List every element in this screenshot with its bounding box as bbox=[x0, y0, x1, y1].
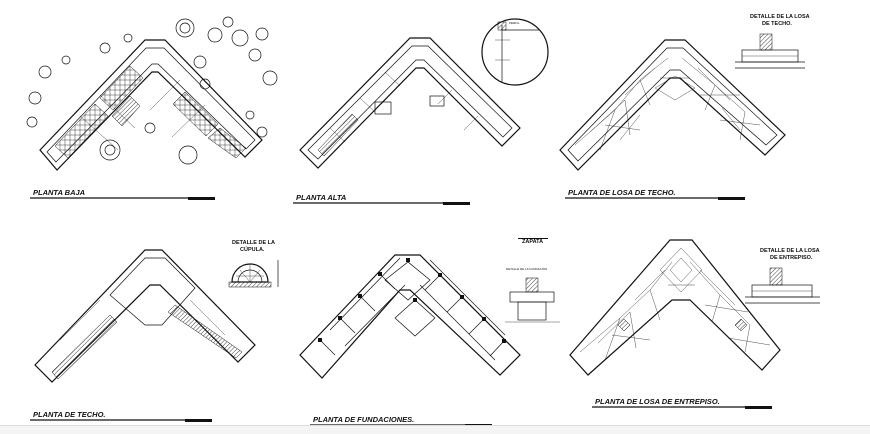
detail-title-line1: DETALLE DE LA LOSA bbox=[760, 248, 820, 254]
detail-title-line1: DETALLE DE LA LOSA bbox=[750, 14, 810, 20]
building-outline bbox=[559, 39, 786, 171]
panel-planta-baja: PLANTA BAJA bbox=[26, 16, 278, 200]
detail-losa-techo: DETALLE DE LA LOSA DE TECHO. bbox=[735, 14, 810, 69]
panel-losa-techo: DETALLE DE LA LOSA DE TECHO. PLANTA DE L… bbox=[559, 14, 810, 200]
panel-fundaciones: ZAPATA DETALLE DE LA FUNDACIÓN PLANTA DE… bbox=[299, 238, 560, 427]
title-planta-alta: PLANTA ALTA bbox=[296, 193, 346, 202]
detail-title-line2: DE ENTREPISO. bbox=[770, 255, 813, 261]
svg-text:DETALLE DE LA FUNDACIÓN: DETALLE DE LA FUNDACIÓN bbox=[506, 266, 547, 271]
detail-title-line1: DETALLE DE LA bbox=[232, 240, 275, 246]
title-losa-techo: PLANTA DE LOSA DE TECHO. bbox=[568, 188, 676, 197]
panel-planta-alta: PERFIL PLANTA ALTA bbox=[293, 18, 549, 205]
title-planta-baja: PLANTA BAJA bbox=[33, 188, 85, 197]
landscape-trees bbox=[26, 16, 278, 165]
svg-text:PERFIL: PERFIL bbox=[509, 21, 520, 25]
detail-cupula: DETALLE DE LA CÚPULA. bbox=[228, 240, 279, 288]
detail-title-line2: DE TECHO. bbox=[762, 21, 792, 27]
title-planta-techo: PLANTA DE TECHO. bbox=[33, 410, 106, 419]
detail-callout: PERFIL bbox=[481, 18, 549, 86]
detail-losa-entrepiso: DETALLE DE LA LOSA DE ENTREPISO. bbox=[745, 248, 820, 304]
title-fundaciones: PLANTA DE FUNDACIONES. bbox=[313, 415, 414, 424]
foundation-grid bbox=[299, 254, 521, 379]
building-outline bbox=[569, 239, 781, 376]
furniture-blocks bbox=[54, 65, 247, 159]
title-losa-entrepiso: PLANTA DE LOSA DE ENTREPISO. bbox=[595, 397, 720, 406]
building-outline bbox=[299, 37, 521, 169]
detail-title-line2: CÚPULA. bbox=[240, 246, 265, 253]
detail-title: ZAPATA bbox=[522, 239, 543, 245]
viewer-footer-bar bbox=[0, 425, 870, 434]
panel-planta-techo: DETALLE DE LA CÚPULA. PLANTA DE TECHO. bbox=[30, 240, 279, 422]
detail-zapata: ZAPATA DETALLE DE LA FUNDACIÓN bbox=[505, 238, 560, 323]
building-outline bbox=[34, 249, 256, 383]
panel-losa-entrepiso: DETALLE DE LA LOSA DE ENTREPISO. PLANTA … bbox=[569, 239, 820, 409]
